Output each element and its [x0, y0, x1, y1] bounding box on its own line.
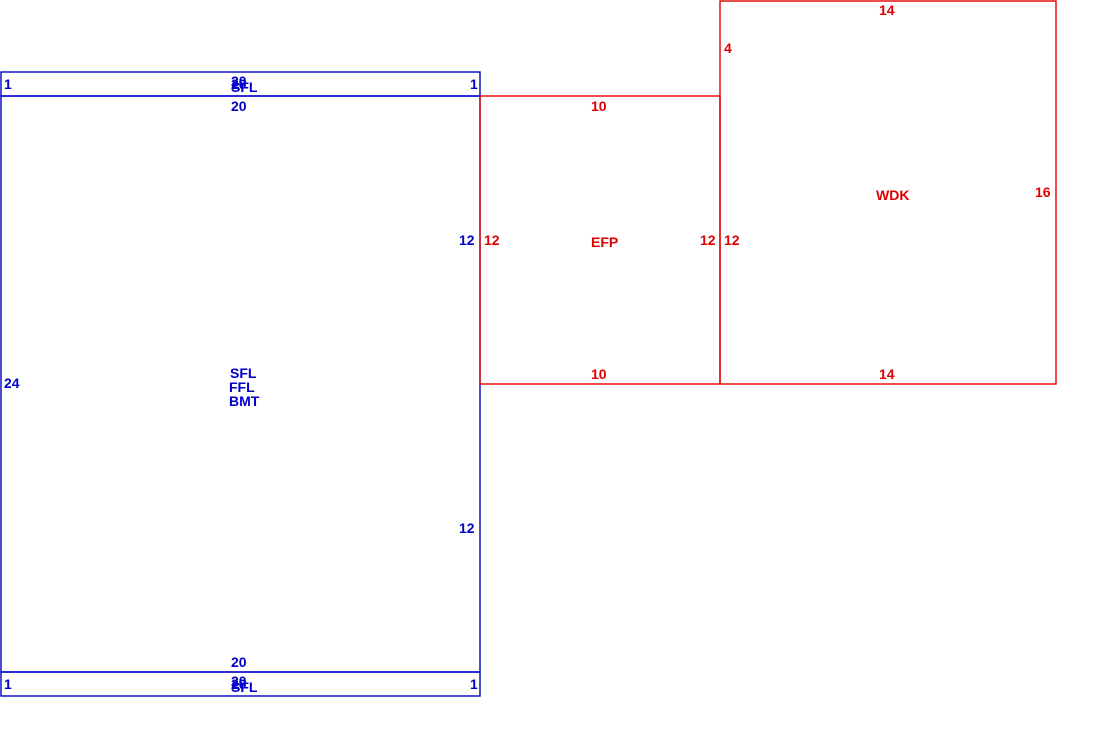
wdk-left-upper-dimension: 4 — [724, 40, 732, 56]
wdk-outline[interactable] — [719, 0, 1057, 385]
bottom-strip-outline[interactable] — [0, 671, 481, 697]
wdk-label: WDK — [876, 187, 909, 203]
main-label-bmt: BMT — [229, 393, 260, 409]
top-strip-right-dimension: 1 — [470, 76, 478, 92]
main-bottom-dimension: 20 — [231, 654, 247, 670]
efp-top-dimension: 10 — [591, 98, 607, 114]
top-strip-label: SFL — [231, 79, 258, 95]
wdk-bottom-dimension: 14 — [879, 366, 895, 382]
top-strip-dimension-b: 20 — [231, 76, 247, 92]
efp-right-dimension: 12 — [700, 232, 716, 248]
efp-label: EFP — [591, 234, 618, 250]
top-strip-dimension-a: 20 — [231, 73, 247, 89]
main-label-ffl: FFL — [229, 379, 255, 395]
bottom-strip-dimension-b: 20 — [231, 676, 247, 692]
main-right-upper-dimension: 12 — [459, 232, 475, 248]
bottom-strip-left-dimension: 1 — [4, 676, 12, 692]
main-label-sfl: SFL — [230, 365, 257, 381]
bottom-strip-label: SFL — [231, 679, 258, 695]
wdk-top-dimension: 14 — [879, 2, 895, 18]
top-strip-outline[interactable] — [0, 71, 481, 97]
efp-bottom-dimension: 10 — [591, 366, 607, 382]
main-top-dimension: 20 — [231, 98, 247, 114]
bottom-strip-dimension-a: 20 — [231, 673, 247, 689]
main-left-dimension: 24 — [4, 375, 20, 391]
wdk-left-lower-dimension: 12 — [724, 232, 740, 248]
top-strip-left-dimension: 1 — [4, 76, 12, 92]
wdk-right-dimension: 16 — [1035, 184, 1051, 200]
efp-left-dimension: 12 — [484, 232, 500, 248]
bottom-strip-right-dimension: 1 — [470, 676, 478, 692]
main-right-lower-dimension: 12 — [459, 520, 475, 536]
